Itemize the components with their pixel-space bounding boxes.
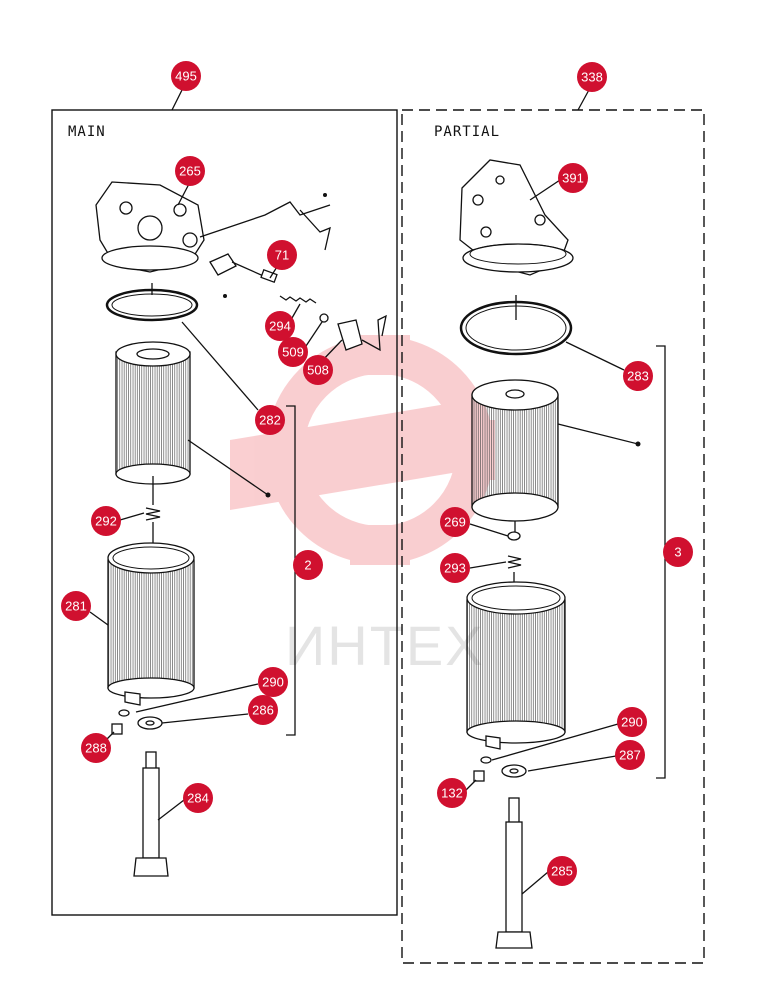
callout-509[interactable]: 509 xyxy=(278,337,308,367)
watermark-text: ИНТЕХ xyxy=(285,614,485,677)
svg-text:282: 282 xyxy=(259,413,281,428)
callout-2[interactable]: 2 xyxy=(293,550,323,580)
svg-text:3: 3 xyxy=(674,545,681,560)
partial-bowl xyxy=(466,581,566,750)
main-bowl xyxy=(107,542,195,706)
svg-text:338: 338 xyxy=(581,70,603,85)
partial-filter-element xyxy=(471,379,559,532)
partial-o-ring xyxy=(459,295,573,356)
callout-281[interactable]: 281 xyxy=(61,591,91,621)
main-center-bolt xyxy=(133,751,169,877)
svg-text:509: 509 xyxy=(282,345,304,360)
partial-center-bolt xyxy=(495,797,533,949)
svg-text:290: 290 xyxy=(262,675,284,690)
svg-text:508: 508 xyxy=(307,363,329,378)
callout-338[interactable]: 338 xyxy=(577,62,607,92)
callout-290-main[interactable]: 290 xyxy=(258,667,288,697)
svg-text:391: 391 xyxy=(562,171,584,186)
callout-294[interactable]: 294 xyxy=(265,311,295,341)
svg-text:292: 292 xyxy=(95,514,117,529)
svg-text:290: 290 xyxy=(621,715,643,730)
callout-265[interactable]: 265 xyxy=(175,156,205,186)
main-o-ring xyxy=(105,283,199,322)
callout-287[interactable]: 287 xyxy=(615,740,645,770)
partial-kit-bracket xyxy=(656,345,666,779)
svg-text:281: 281 xyxy=(65,599,87,614)
svg-text:132: 132 xyxy=(441,786,463,801)
callout-3[interactable]: 3 xyxy=(663,537,693,567)
partial-section-label: PARTIAL xyxy=(434,124,500,140)
callout-292[interactable]: 292 xyxy=(91,506,121,536)
svg-text:286: 286 xyxy=(252,703,274,718)
partial-drain-parts xyxy=(473,756,527,782)
callout-288[interactable]: 288 xyxy=(81,733,111,763)
main-filter-element xyxy=(115,341,191,505)
partial-filter-head xyxy=(459,159,574,276)
callout-293[interactable]: 293 xyxy=(440,553,470,583)
svg-text:285: 285 xyxy=(551,864,573,879)
svg-text:287: 287 xyxy=(619,748,641,763)
callout-495[interactable]: 495 xyxy=(171,61,201,91)
svg-text:71: 71 xyxy=(275,248,289,263)
main-drain-parts xyxy=(111,709,163,735)
main-section-label: MAIN xyxy=(68,124,106,140)
svg-text:269: 269 xyxy=(444,515,466,530)
svg-text:284: 284 xyxy=(187,791,209,806)
callout-269[interactable]: 269 xyxy=(440,507,470,537)
callout-285[interactable]: 285 xyxy=(547,856,577,886)
main-filter-head xyxy=(95,181,331,273)
svg-text:2: 2 xyxy=(304,558,311,573)
callout-132[interactable]: 132 xyxy=(437,778,467,808)
partial-section: PARTIAL xyxy=(401,87,705,964)
callout-284[interactable]: 284 xyxy=(183,783,213,813)
main-bypass-valve xyxy=(209,253,387,352)
svg-text:288: 288 xyxy=(85,741,107,756)
svg-text:293: 293 xyxy=(444,561,466,576)
callout-290-partial[interactable]: 290 xyxy=(617,707,647,737)
callout-282[interactable]: 282 xyxy=(255,405,285,435)
callout-286[interactable]: 286 xyxy=(248,695,278,725)
callout-71[interactable]: 71 xyxy=(267,240,297,270)
svg-text:265: 265 xyxy=(179,164,201,179)
svg-text:495: 495 xyxy=(175,69,197,84)
callout-508[interactable]: 508 xyxy=(303,355,333,385)
main-spring xyxy=(145,507,161,545)
callout-391[interactable]: 391 xyxy=(558,163,588,193)
svg-text:294: 294 xyxy=(269,319,291,334)
svg-text:283: 283 xyxy=(627,369,649,384)
callout-283[interactable]: 283 xyxy=(623,361,653,391)
